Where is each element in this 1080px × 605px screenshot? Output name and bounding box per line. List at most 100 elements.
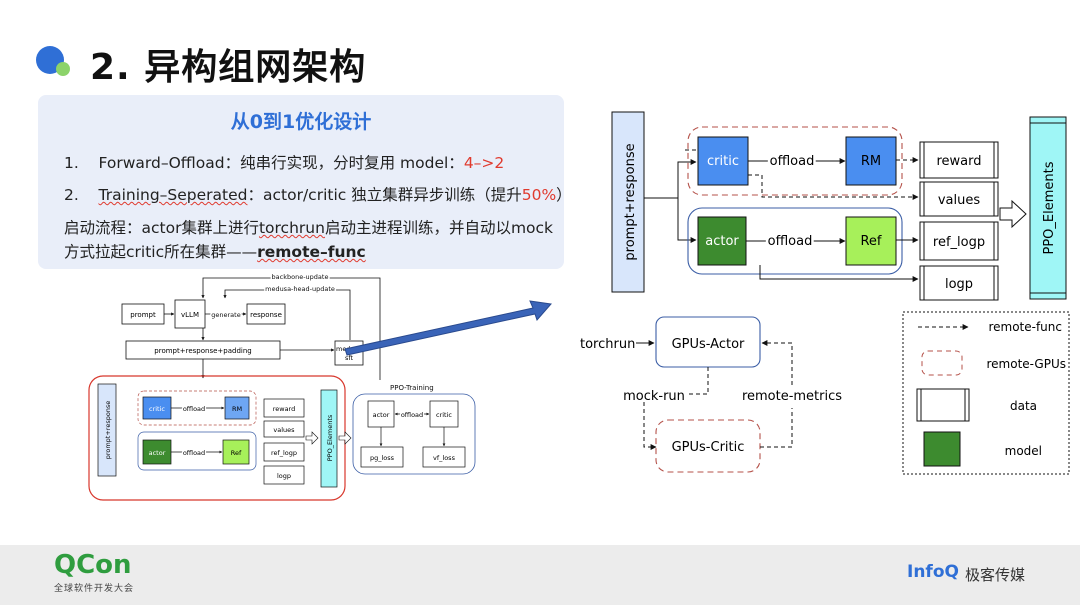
qcon-subtitle: 全球软件开发大会 xyxy=(54,584,135,594)
small-actor-group xyxy=(137,431,257,471)
svg-text:critic: critic xyxy=(707,154,739,169)
svg-text:Ref: Ref xyxy=(231,449,242,457)
small-prompt-response-bar xyxy=(97,383,117,477)
small-logp-box xyxy=(263,465,305,485)
svg-text:ref_logp: ref_logp xyxy=(271,449,297,457)
backbone-update-line xyxy=(201,277,381,380)
big-critic-box xyxy=(697,136,749,186)
backbone-update-label: backbone-update xyxy=(272,273,329,281)
info-line-4: 方式拉起critic所在集群——remote–func xyxy=(64,243,366,261)
title-bullet-icon xyxy=(36,46,76,82)
svg-text:reward: reward xyxy=(273,405,296,413)
legend-remote-func: remote-func xyxy=(988,320,1062,334)
small-diagram: backbone-update medusa-head-update promp… xyxy=(88,272,476,501)
svg-text:logp: logp xyxy=(277,472,291,480)
bullet-green-dot xyxy=(56,62,70,76)
torchrun-label: torchrun xyxy=(580,337,635,352)
big-actor-box xyxy=(697,216,747,266)
svg-text:prompt+response+padding: prompt+response+padding xyxy=(154,347,251,355)
small-values-box xyxy=(263,420,305,438)
legend-model-swatch xyxy=(923,431,961,467)
svg-text:offload: offload xyxy=(401,411,423,419)
svg-text:actor: actor xyxy=(149,449,166,457)
big-values-box xyxy=(919,181,999,217)
vf-loss-box xyxy=(422,446,466,468)
svg-text:Ref: Ref xyxy=(860,234,881,249)
svg-text:response: response xyxy=(250,311,282,319)
legend: remote-func remote-GPUs data model xyxy=(902,311,1070,475)
big-remote-gpus-critic xyxy=(687,126,903,196)
svg-text:actor: actor xyxy=(705,234,739,249)
svg-text:values: values xyxy=(273,426,295,434)
big-logp-box xyxy=(919,265,999,301)
small-reward-box xyxy=(263,398,305,418)
big-ref-box xyxy=(845,216,897,266)
svg-text:offload: offload xyxy=(768,234,813,249)
info-heading: 从0到1优化设计 xyxy=(230,111,372,133)
mock-run-label: mock-run xyxy=(623,389,685,404)
small-ref-box xyxy=(222,439,250,465)
svg-text:pg_loss: pg_loss xyxy=(370,454,395,462)
svg-text:prompt+response: prompt+response xyxy=(623,143,638,260)
data-flow-arrow-icon xyxy=(999,199,1027,229)
remote-metrics-label: remote-metrics xyxy=(742,389,842,404)
svg-text:vLLM: vLLM xyxy=(181,311,199,319)
svg-text:actor: actor xyxy=(373,411,390,419)
infoq-logo: InfoQ xyxy=(907,562,959,582)
svg-text:GPUs-Actor: GPUs-Actor xyxy=(672,337,745,352)
big-diagram: prompt+response critic offload RM actor … xyxy=(611,111,1067,301)
gpus-critic-box xyxy=(655,419,761,473)
legend-data-swatch xyxy=(916,388,970,422)
svg-text:PPO_Elements: PPO_Elements xyxy=(326,414,334,461)
svg-text:PPO_Elements: PPO_Elements xyxy=(1042,161,1057,254)
svg-text:RM: RM xyxy=(232,405,242,413)
small-remote-gpus-critic xyxy=(137,390,257,426)
ppo-training-label: PPO-Training xyxy=(390,384,434,392)
big-rm-box xyxy=(845,136,897,186)
legend-data: data xyxy=(1010,399,1037,413)
svg-text:ref_logp: ref_logp xyxy=(933,235,985,250)
cluster-diagram: torchrun GPUs-Actor mock-run GPUs-Critic… xyxy=(580,316,842,473)
zoom-arrow-icon xyxy=(344,300,552,356)
footer-bar xyxy=(0,545,1080,605)
legend-remote-gpus: remote-GPUs xyxy=(986,357,1066,371)
legend-model: model xyxy=(1005,444,1042,458)
svg-text:reward: reward xyxy=(936,154,981,169)
small-ppo-elements-bar xyxy=(320,389,338,488)
big-ref-logp-box xyxy=(919,221,999,261)
svg-text:critic: critic xyxy=(436,411,452,419)
qcon-logo: QCon xyxy=(54,550,132,580)
svg-text:offload: offload xyxy=(183,405,205,413)
svg-text:sft: sft xyxy=(345,354,354,362)
svg-text:critic: critic xyxy=(149,405,165,413)
big-actor-group xyxy=(687,207,903,275)
svg-text:RM: RM xyxy=(861,154,881,169)
ppo-training-group xyxy=(352,393,476,475)
big-ppo-elements-bar xyxy=(1029,116,1067,300)
big-prompt-response-bar xyxy=(611,111,645,293)
info-line-1: 1. Forward–Offload：纯串行实现，分时复用 model：4–>2 xyxy=(64,154,505,172)
vllm-box xyxy=(174,299,206,329)
response-box xyxy=(246,303,286,325)
medusa-head-update-line xyxy=(223,289,351,340)
svg-text:prompt: prompt xyxy=(130,311,156,319)
info-box: 从0到1优化设计 1. Forward–Offload：纯串行实现，分时复用 m… xyxy=(38,95,572,269)
small-ref-logp-box xyxy=(263,442,305,462)
info-line-2: 2. Training–Seperated：actor/critic 独立集群异… xyxy=(64,186,572,204)
svg-text:offload: offload xyxy=(183,449,205,457)
pg-loss-box xyxy=(360,446,404,468)
generate-label: generate xyxy=(211,311,240,319)
ppo-actor-box xyxy=(367,400,395,428)
svg-text:values: values xyxy=(938,193,981,208)
svg-text:offload: offload xyxy=(770,154,815,169)
page-title: 2. 异构组网架构 xyxy=(90,47,367,88)
legend-remote-gpus-swatch xyxy=(921,350,963,376)
infoq-cn-logo: 极客传媒 xyxy=(965,566,1026,584)
svg-text:GPUs-Critic: GPUs-Critic xyxy=(672,440,745,455)
svg-text:prompt+response: prompt+response xyxy=(104,401,112,460)
small-rm-box xyxy=(224,396,250,420)
big-reward-box xyxy=(919,141,999,179)
medusa-head-update-label: medusa-head-update xyxy=(265,285,335,293)
info-line-3: 启动流程：actor集群上进行torchrun启动主进程训练，并自动以mock xyxy=(64,219,554,237)
svg-text:vf_loss: vf_loss xyxy=(433,454,456,462)
